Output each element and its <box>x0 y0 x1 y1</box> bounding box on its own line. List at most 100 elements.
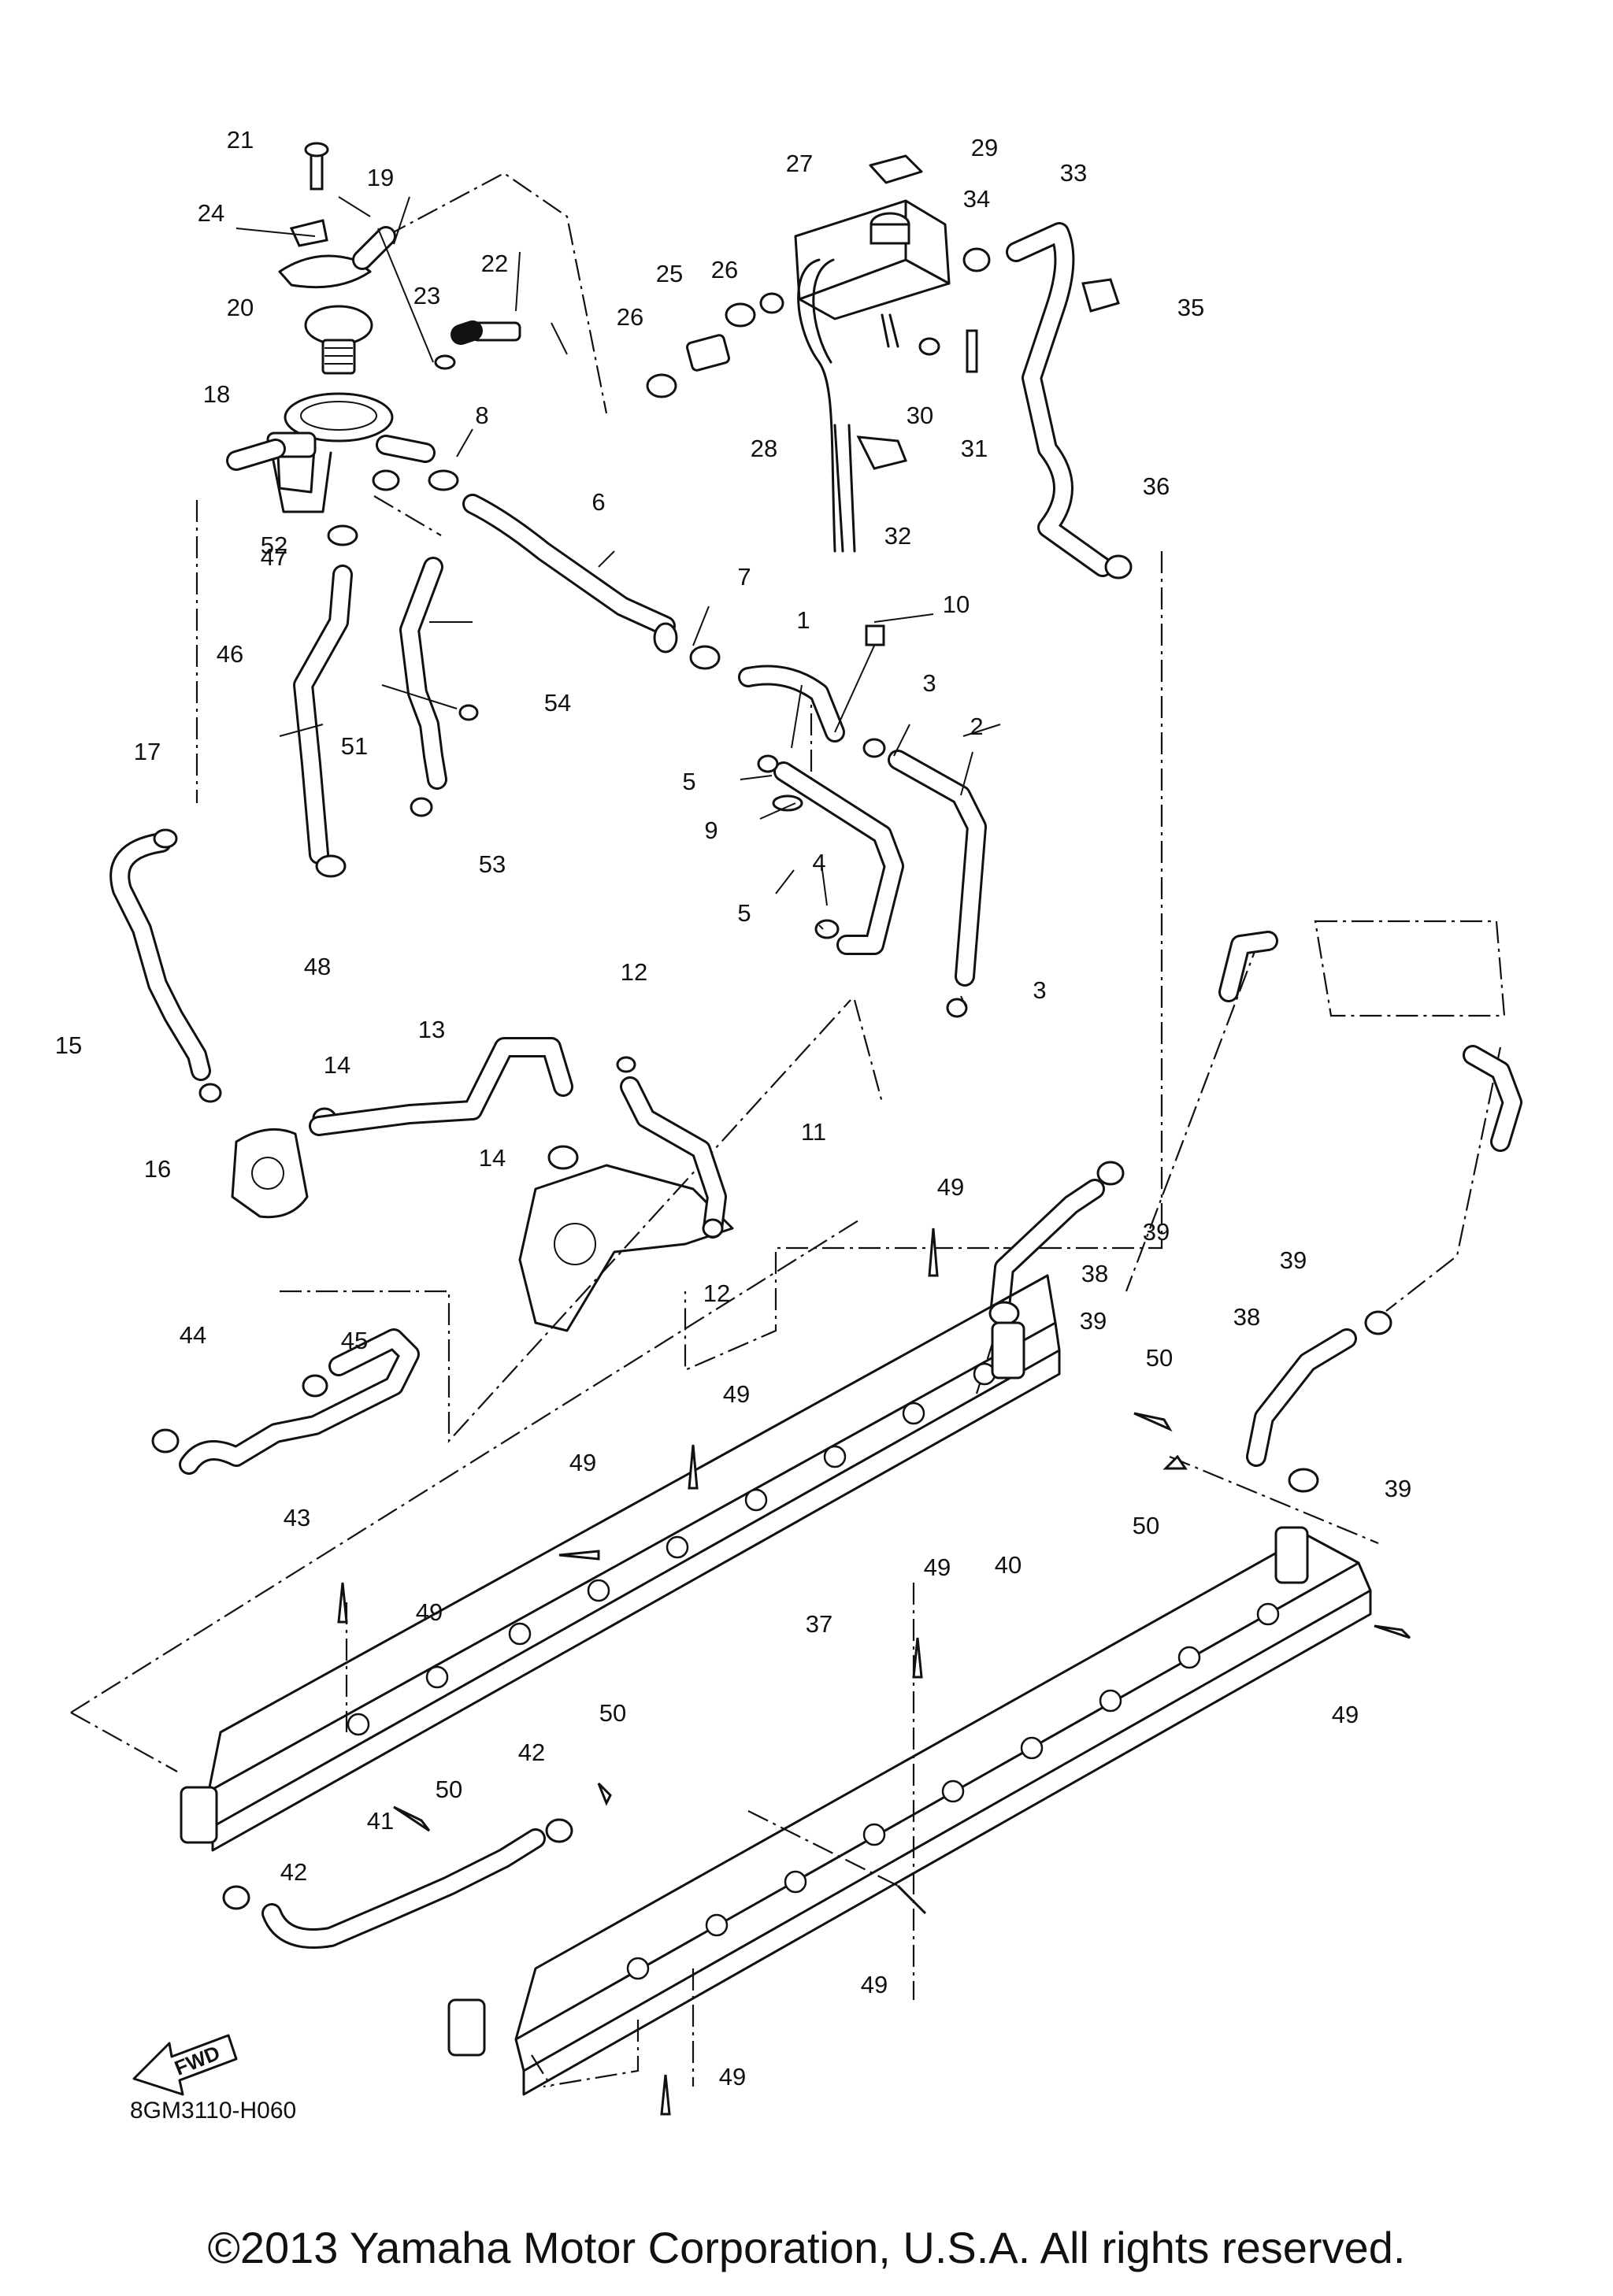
callout: 33 <box>1060 159 1087 187</box>
callout: 14 <box>324 1051 350 1079</box>
hose-clamp-34 <box>962 247 991 272</box>
copyright-notice: ©2013 Yamaha Motor Corporation, U.S.A. A… <box>207 2223 1406 2272</box>
callout: 7 <box>737 563 751 591</box>
fastener <box>928 1228 939 1277</box>
callout: 49 <box>719 2063 746 2090</box>
hose-clamp-35 <box>1081 278 1120 313</box>
callout: 2 <box>970 713 983 740</box>
fastener <box>558 1550 600 1561</box>
callout: 12 <box>621 958 647 986</box>
callout: 17 <box>134 738 161 765</box>
fwd-arrow-icon <box>132 2034 238 2096</box>
callout: 45 <box>341 1327 368 1354</box>
callout: 30 <box>907 402 933 429</box>
fastener <box>337 1582 348 1624</box>
bolt-10 <box>865 624 885 646</box>
thermostat-housing-group <box>226 142 521 513</box>
leader-lines <box>235 196 1001 1009</box>
callout: 51 <box>341 732 368 760</box>
sensor-gasket <box>434 354 456 370</box>
hose-clamp-left <box>646 373 677 398</box>
callout: 50 <box>436 1776 462 1803</box>
callout: 49 <box>416 1598 443 1626</box>
callout: 28 <box>751 435 777 462</box>
bracket-clip <box>289 219 328 247</box>
callout: 41 <box>367 1807 394 1835</box>
part-code: 8GM3110-H060 <box>130 2098 296 2124</box>
callout: 25 <box>656 260 683 287</box>
callout: 24 <box>198 199 224 227</box>
callout: 3 <box>1033 976 1046 1004</box>
callout: 15 <box>55 1031 82 1059</box>
callout: 13 <box>418 1016 445 1043</box>
callout: 18 <box>203 380 230 408</box>
callout: 8 <box>475 402 488 429</box>
fasteners <box>337 1228 1411 2116</box>
callout: 12 <box>703 1279 730 1307</box>
radiator-hose-group <box>962 222 1133 580</box>
hose-clamp-36 <box>1104 554 1133 580</box>
thermostat <box>304 305 373 346</box>
callout: 22 <box>481 250 508 277</box>
callout: 14 <box>479 1144 506 1172</box>
callout: 46 <box>217 640 243 668</box>
fastener <box>1162 1454 1188 1470</box>
callout: 52 <box>261 531 287 559</box>
fastener <box>597 1782 612 1806</box>
callout: 49 <box>861 1971 888 1998</box>
callout: 39 <box>1280 1246 1307 1274</box>
callout: 27 <box>786 150 813 177</box>
callout: 20 <box>227 294 254 321</box>
callout: 54 <box>544 689 571 717</box>
clamp-7 <box>689 645 721 670</box>
callout: 23 <box>413 282 440 309</box>
assembly-chain-lines <box>70 172 1502 2088</box>
callout: 11 <box>801 1118 826 1146</box>
callout: 49 <box>723 1380 750 1408</box>
fastener <box>912 1637 923 1679</box>
callout: 42 <box>518 1739 545 1766</box>
heat-exchanger-37 <box>180 1274 1061 1852</box>
hose-holder <box>856 435 908 470</box>
callout: 6 <box>591 488 605 516</box>
callout: 39 <box>1080 1307 1107 1335</box>
engine-hose-group <box>462 494 987 1018</box>
o-ring-9 <box>772 794 803 812</box>
callout: 39 <box>1143 1218 1170 1246</box>
lower-hose-group <box>151 1328 573 1949</box>
thermostat-cover <box>278 254 372 289</box>
fastener <box>393 1805 431 1832</box>
callout: 31 <box>961 435 988 462</box>
callout: 53 <box>479 850 506 878</box>
callout-labels: 1 2 3 3 4 5 5 6 7 8 9 10 11 12 12 13 14 … <box>55 126 1411 2090</box>
collar <box>918 337 940 356</box>
rear-heat-exchanger <box>1218 920 1522 1152</box>
callout: 26 <box>711 256 738 283</box>
callout: 9 <box>704 817 718 844</box>
heat-exchanger-40 <box>447 1526 1372 2096</box>
fastener <box>1133 1412 1173 1432</box>
callout: 44 <box>180 1321 206 1349</box>
callout: 38 <box>1233 1303 1260 1331</box>
tank-cap <box>869 154 923 184</box>
tank-bolt <box>966 329 978 373</box>
callout: 47 <box>261 543 287 571</box>
callout: 48 <box>304 953 331 980</box>
callout: 19 <box>367 164 394 191</box>
callout: 5 <box>682 768 695 795</box>
callout: 39 <box>1385 1475 1411 1502</box>
fastener <box>896 1884 927 1915</box>
water-pump <box>518 1164 734 1332</box>
fastener <box>688 1444 699 1490</box>
fastener <box>660 2074 671 2116</box>
callout: 50 <box>1146 1344 1173 1372</box>
callout: 34 <box>963 185 990 213</box>
callout: 1 <box>796 606 810 634</box>
callout: 21 <box>227 126 254 154</box>
overflow-hose <box>797 258 836 553</box>
callout: 26 <box>617 303 643 331</box>
exchanger-hose-group <box>988 1161 1392 1493</box>
callout: 50 <box>599 1699 626 1727</box>
hose-end-6 <box>653 622 678 654</box>
